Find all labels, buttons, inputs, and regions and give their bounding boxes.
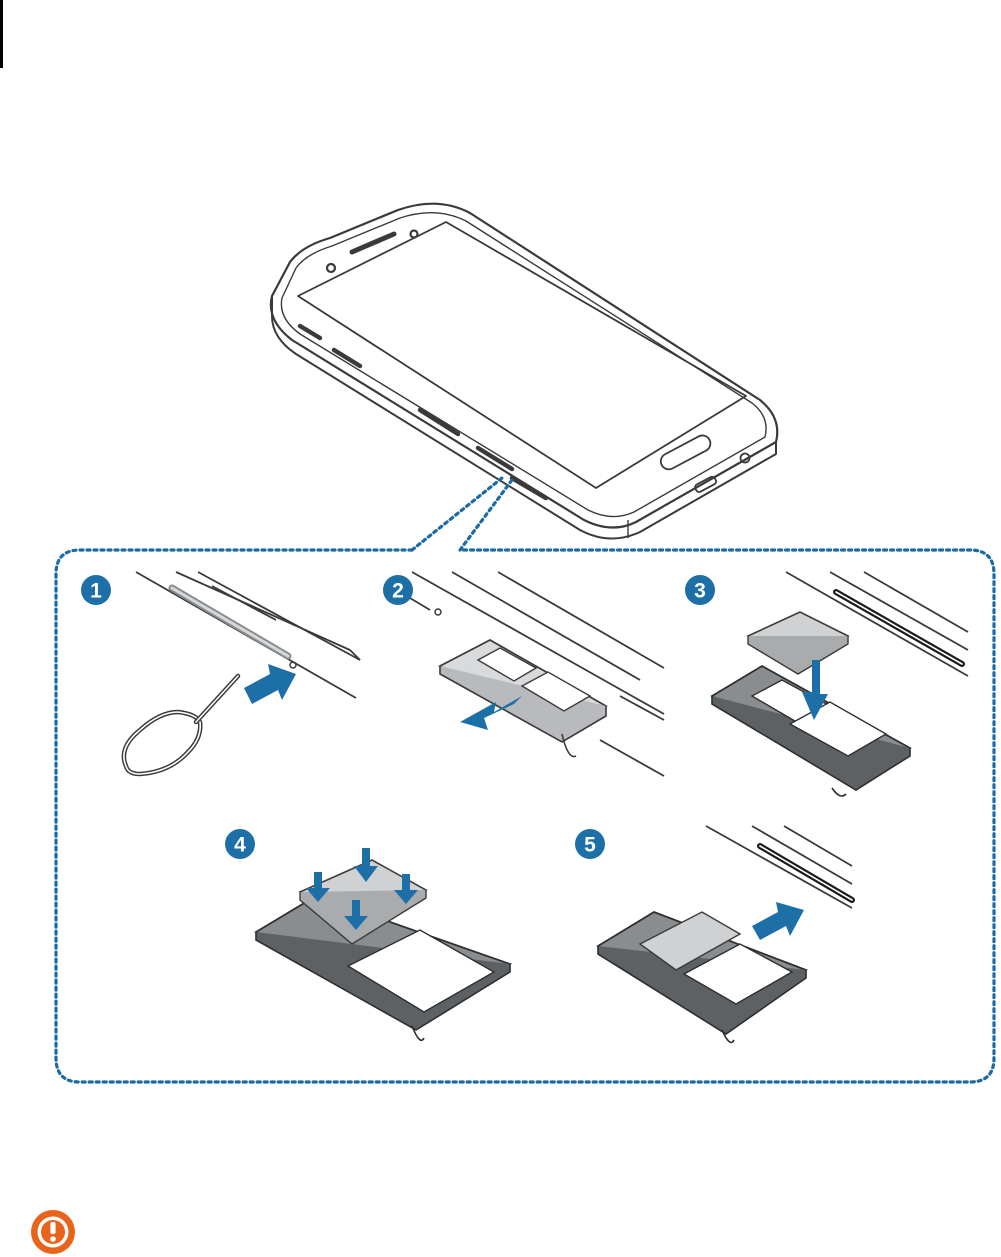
step-badge-4: 4 [225, 829, 255, 859]
step-badge-3: 3 [685, 575, 715, 605]
step-2-panel [410, 572, 664, 776]
step-badge-5: 5 [575, 829, 605, 859]
step-number-5: 5 [584, 834, 596, 857]
insert-arrow-icon [752, 902, 804, 940]
caution-icon [28, 1207, 78, 1257]
step-number-3: 3 [694, 580, 706, 603]
phone-illustration [271, 204, 777, 539]
step-number-2: 2 [392, 580, 404, 603]
step-3-panel [712, 572, 968, 796]
insert-arrow-icon [244, 664, 296, 704]
step-number-4: 4 [234, 834, 246, 857]
step-4-panel [256, 848, 510, 1040]
step-badge-1: 1 [81, 575, 111, 605]
step-5-panel [598, 826, 852, 1042]
step-badge-2: 2 [383, 575, 413, 605]
step-1-panel [124, 572, 360, 774]
step-number-1: 1 [90, 580, 102, 603]
